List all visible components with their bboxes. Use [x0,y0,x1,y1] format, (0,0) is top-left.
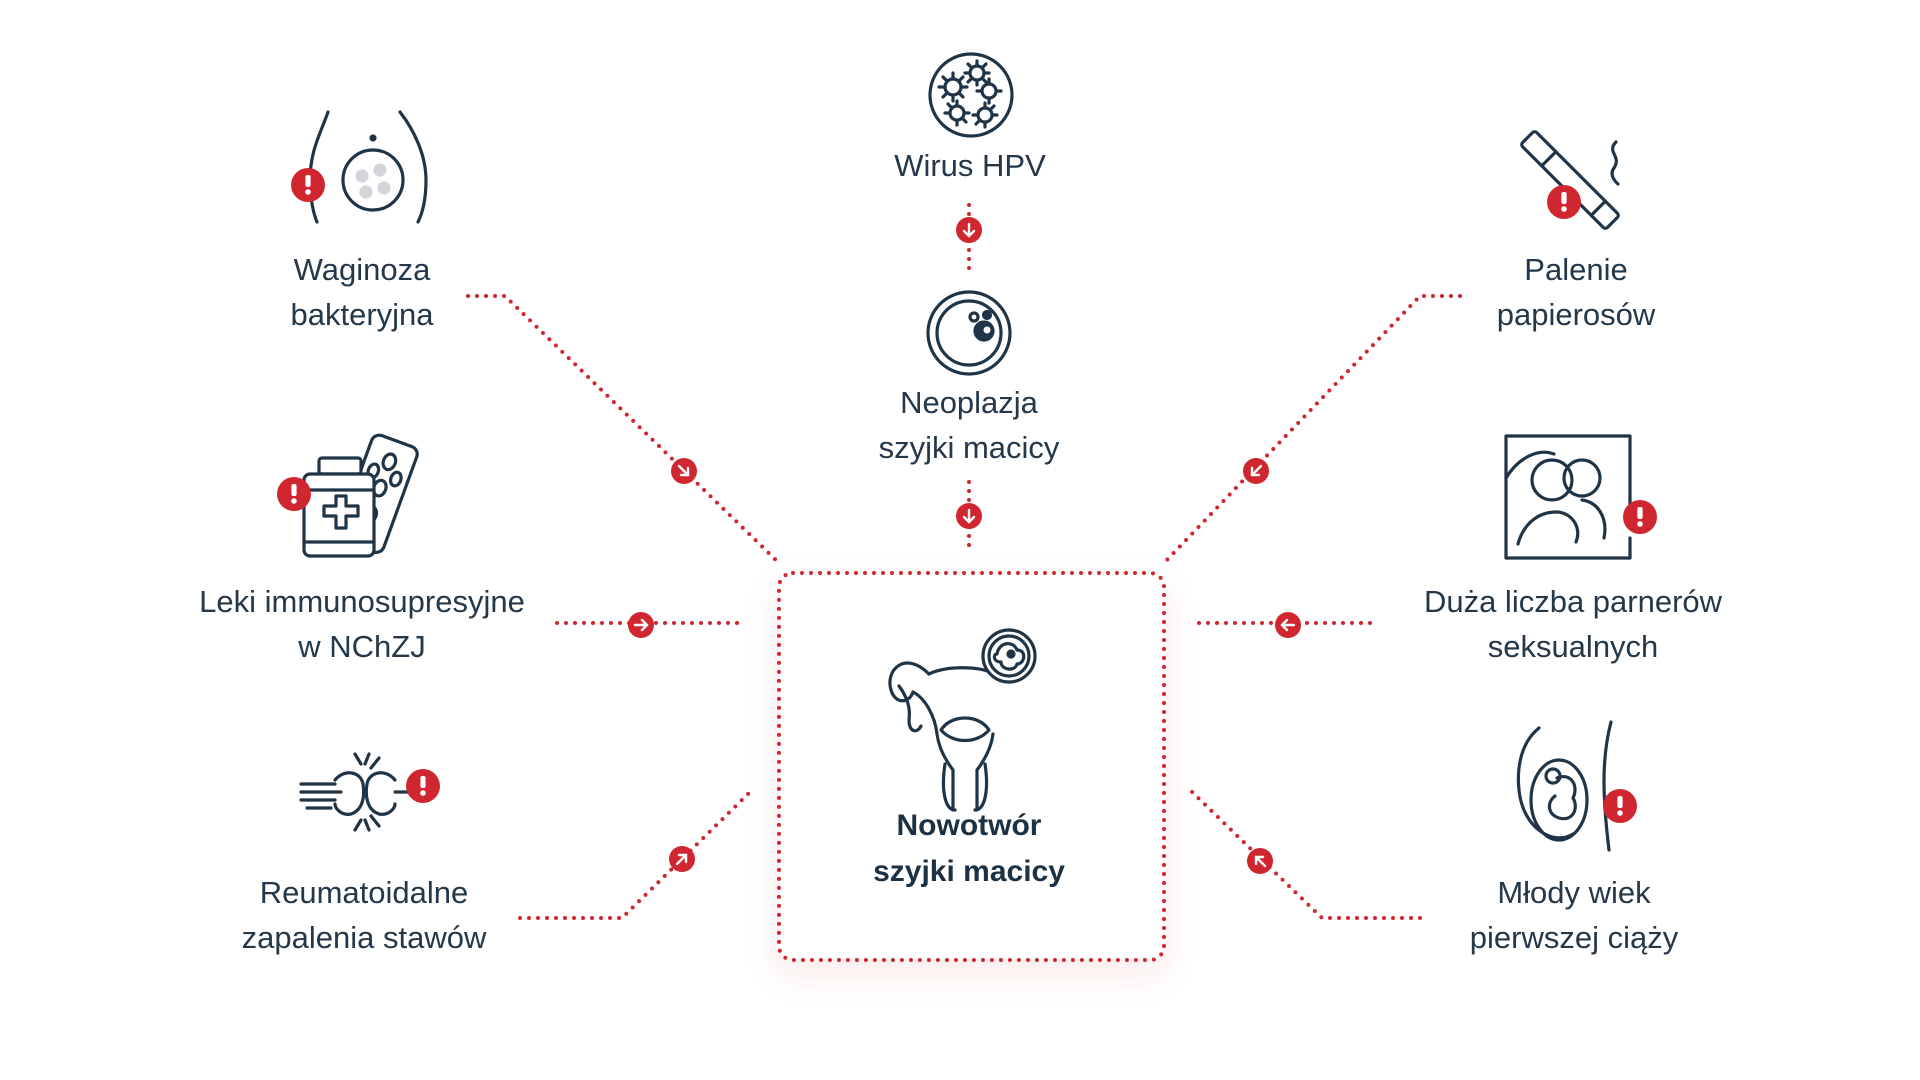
label-hpv: Wirus HPV [894,143,1046,188]
uterus-tumor-icon [888,628,1037,812]
label-neoplasia: Neoplazja szyjki macicy [879,380,1060,470]
label-rheuma-line2: zapalenia stawów [241,920,487,955]
label-vaginosis-line2: bakteryjna [290,297,434,332]
label-vaginosis-line1: Waginoza [293,252,431,287]
arrow-down-right-icon [671,458,697,484]
center-title-line2: szyjki macicy [873,855,1065,888]
bacteria-pelvis-icon [308,110,428,224]
label-hpv-line1: Wirus HPV [894,148,1046,183]
arrow-down-icon [956,503,982,529]
label-pregnancy-line2: pierwszej ciąży [1469,920,1679,955]
painful-joint-icon [299,752,427,832]
center-title-line1: Nowotwór [896,809,1042,842]
label-smoking: Palenie papierosów [1497,247,1656,337]
label-immuno-line2: w NChZJ [298,629,426,664]
center-title: Nowotwór szyjki macicy [873,803,1065,895]
arrow-up-left-icon [1247,848,1273,874]
connector-vaginosis [466,294,782,566]
label-smoking-line2: papierosów [1496,297,1656,332]
connector-pregnancy [1188,788,1422,920]
arrow-up-right-icon [669,846,695,872]
alert-icon [1547,185,1581,219]
arrow-down-icon [956,217,982,243]
alert-icon [277,477,311,511]
arrow-badges [628,217,1301,874]
label-pregnancy-line1: Młody wiek [1497,875,1651,910]
alert-icon [1623,500,1657,534]
pregnancy-icon [1516,720,1613,852]
medication-bottle-pills-icon [302,433,419,558]
label-neoplasia-line2: szyjki macicy [878,430,1060,465]
label-immuno: Leki immunosupresyjne w NChZJ [199,579,525,669]
label-immuno-line1: Leki immunosupresyjne [199,584,525,619]
alert-icon [291,168,325,202]
couple-in-bed-icon [1504,434,1632,560]
alert-icon [406,769,440,803]
connector-smoking [1161,294,1462,566]
label-neoplasia-line1: Neoplazja [900,385,1038,420]
label-pregnancy: Młody wiek pierwszej ciąży [1470,870,1678,960]
virus-cells-icon [928,52,1014,138]
label-vaginosis: Waginoza bakteryjna [290,247,433,337]
label-rheuma-line1: Reumatoidalne [259,875,469,910]
label-partners-line1: Duża liczba parnerów [1423,584,1723,619]
alert-icon [1603,789,1637,823]
arrow-right-icon [628,612,654,638]
connector-rheuma [518,788,754,920]
abnormal-cell-icon [926,290,1012,376]
label-smoking-line1: Palenie [1524,252,1628,287]
label-partners: Duża liczba parnerów seksualnych [1424,579,1722,669]
arrow-left-icon [1275,612,1301,638]
label-rheuma: Reumatoidalne zapalenia stawów [242,870,487,960]
arrow-down-left-icon [1243,458,1269,484]
center-box [777,571,1166,962]
label-partners-line2: seksualnych [1487,629,1659,664]
